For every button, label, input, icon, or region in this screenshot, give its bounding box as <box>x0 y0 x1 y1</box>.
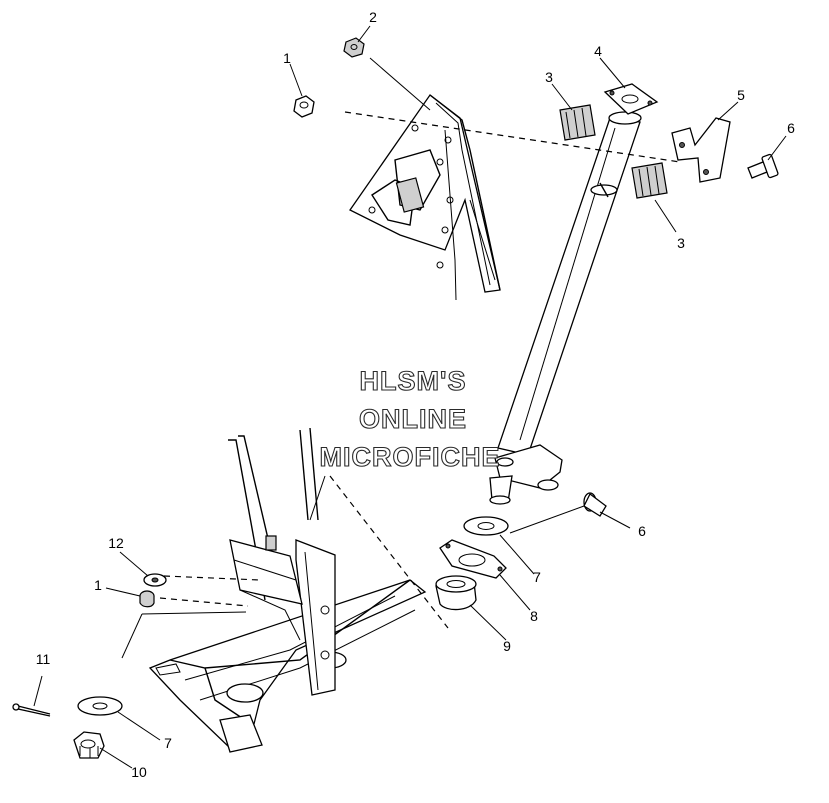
callout-3-top: 3 <box>545 69 553 85</box>
part-10-castle-nut <box>73 731 105 759</box>
part-9-bearing <box>435 575 477 611</box>
callout-11: 11 <box>36 651 51 667</box>
callout-4: 4 <box>594 43 602 59</box>
watermark-line-3: MICROFICHE <box>320 442 501 472</box>
part-4-top-plate <box>603 83 659 115</box>
part-5-clamp <box>671 117 731 183</box>
part-3-bushing-upper <box>559 104 596 141</box>
part-7-washer-right <box>463 516 509 536</box>
part-8-gasket <box>439 539 507 579</box>
watermark-line-2: ONLINE <box>359 404 467 434</box>
watermark-line-1: HLSM'S <box>360 366 467 396</box>
part-1-nut-lower <box>139 590 155 608</box>
column-lower-flange <box>489 444 563 505</box>
callout-7-right: 7 <box>533 569 541 585</box>
part-1-nut-top <box>293 95 315 118</box>
callout-3-bottom: 3 <box>677 235 685 251</box>
steering-column-shaft <box>497 111 642 456</box>
callout-1-top: 1 <box>283 50 291 66</box>
callout-1-bottom: 1 <box>94 577 102 593</box>
alignment-lines <box>121 111 681 659</box>
part-2-nut <box>343 37 365 58</box>
callout-5: 5 <box>737 87 745 103</box>
watermark: HLSM'S ONLINE MICROFICHE <box>319 365 501 472</box>
callout-8: 8 <box>530 608 538 624</box>
part-11-cotter-pin <box>12 703 51 717</box>
lower-frame-chassis <box>148 427 427 753</box>
callout-2: 2 <box>369 9 377 25</box>
callout-9: 9 <box>503 638 511 654</box>
upper-frame-bracket <box>349 94 501 301</box>
part-12-washer <box>143 573 167 587</box>
part-3-bushing-lower <box>631 162 668 199</box>
callout-labels: 1 2 4 3 5 6 3 6 7 8 9 12 1 11 7 10 <box>36 9 795 780</box>
callout-10: 10 <box>131 764 147 780</box>
callout-6-top: 6 <box>787 120 795 136</box>
part-6-bolt-lower <box>583 492 607 517</box>
callout-6-bottom: 6 <box>638 523 646 539</box>
part-7-washer-left <box>77 696 123 716</box>
callout-12: 12 <box>108 535 124 551</box>
leader-lines <box>33 25 787 769</box>
part-6-bolt-upper <box>747 153 779 179</box>
callout-7-left: 7 <box>164 735 172 751</box>
